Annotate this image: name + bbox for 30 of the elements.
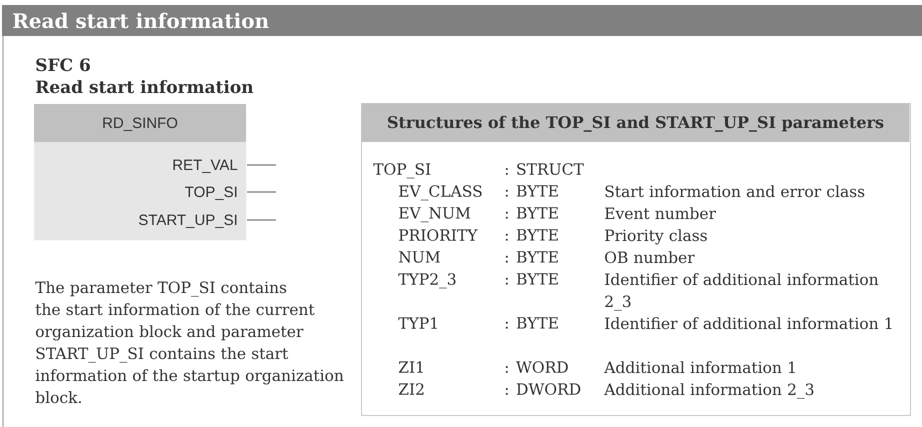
description: The parameter TOP_SI contains the start information of the current organization block and parameter START_UP_SI contains the start information of the startup organization block.	[35, 281, 344, 404]
table-cell: : BYTE	[506, 185, 558, 197]
table-cell: TOP_SI	[373, 163, 430, 178]
table-cell: EV_NUM	[399, 207, 470, 222]
table-cell: : BYTE	[506, 207, 558, 219]
table-cell: Identifier of additional information 1	[605, 317, 892, 330]
function-block: RD_SINFO RET_VAL TOP_SI START_UP_SI	[34, 104, 246, 240]
table-cell: Priority class	[605, 229, 707, 244]
table-cell: : WORD	[506, 361, 568, 373]
table-cell: Additional information 2_3	[604, 383, 814, 399]
table-cell: : BYTE	[506, 251, 558, 263]
table-cell: ZI2	[398, 383, 424, 395]
title-bar: Read start information	[2, 5, 922, 36]
table-cell: TYP2_3	[398, 273, 456, 288]
table-cell: : STRUCT	[506, 163, 584, 175]
table-cell: TYP1	[398, 317, 437, 329]
table-cell: PRIORITY	[399, 229, 478, 241]
table-cell: : DWORD	[506, 383, 580, 395]
block-number: SFC 6	[36, 58, 90, 72]
table-cell: : BYTE	[506, 273, 558, 285]
table-cell: Additional information 1	[604, 361, 795, 374]
table-cell: Start information and error class	[606, 185, 864, 198]
table-cell: EV_CLASS	[399, 185, 482, 200]
table-cell: Event number	[605, 207, 716, 220]
table-cell: OB number	[605, 251, 695, 264]
table-cell: : BYTE	[506, 317, 558, 329]
table-cell: ZI1	[398, 361, 423, 373]
table-cell: Identifier of additional information 2_3	[605, 273, 878, 311]
table-cell: : BYTE	[506, 229, 558, 241]
table-cell: NUM	[398, 251, 440, 263]
